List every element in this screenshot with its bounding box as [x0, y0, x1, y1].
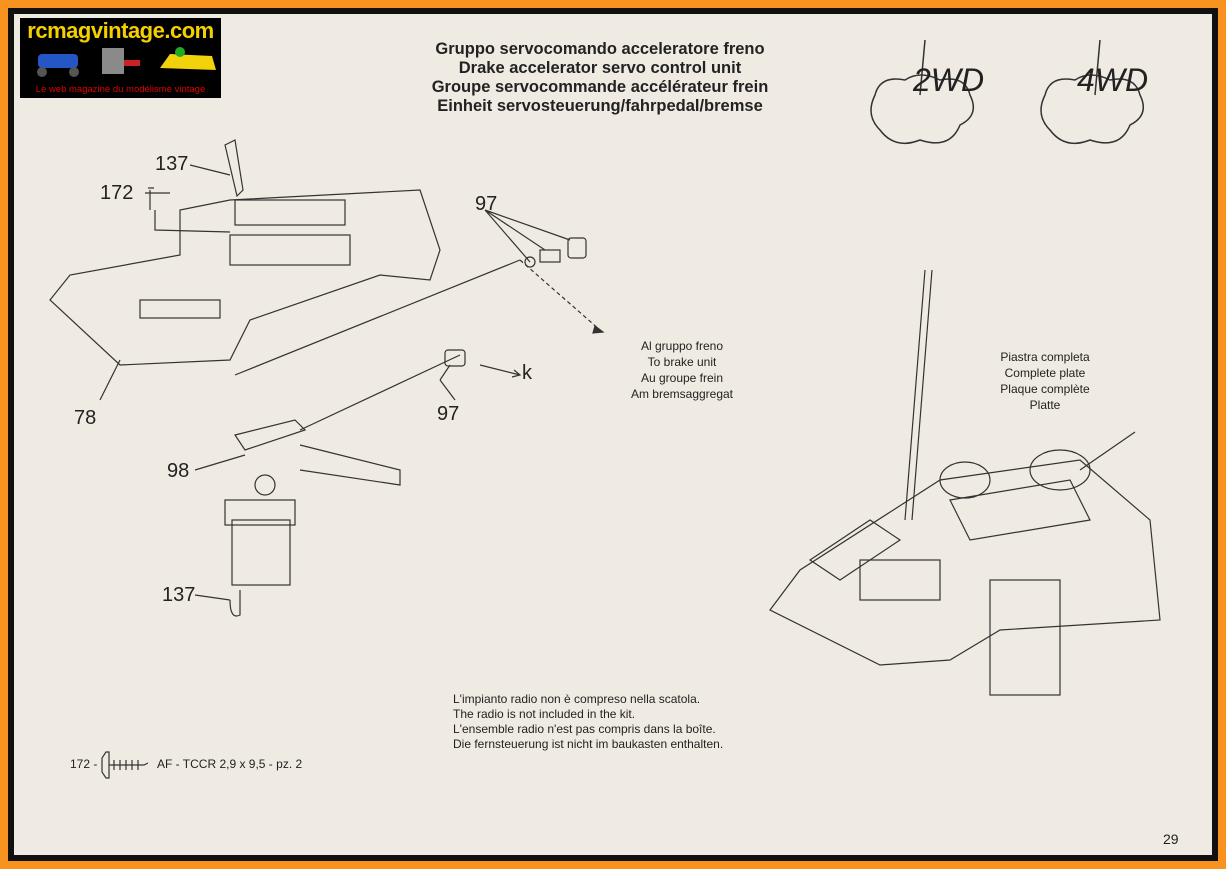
part-label-97-top: 97 — [475, 193, 498, 215]
part-label-98: 98 — [167, 460, 190, 482]
badge-4wd: 4WD — [1077, 62, 1149, 98]
page-title: Gruppo servocomando acceleratore freno D… — [400, 40, 800, 116]
plate-caption-fr: Plaque complète — [1000, 382, 1090, 396]
screw-icon — [101, 751, 149, 779]
title-de: Einheit servosteuerung/fahrpedal/bremse — [437, 97, 763, 115]
radio-note: L'impianto radio non è compreso nella sc… — [453, 692, 723, 752]
site-logo: rcmagvintage.com Le web magazine du modé… — [20, 18, 221, 98]
title-fr: Groupe servocommande accélérateur frein — [431, 78, 769, 96]
servo-arm-strip — [299, 444, 401, 486]
complete-plate-drawing — [769, 269, 1161, 696]
plate-caption-en: Complete plate — [1004, 366, 1086, 380]
logo-site: rcmagvintage.com — [27, 18, 214, 43]
part-label-k: k — [522, 362, 532, 384]
page-number: 29 — [1163, 831, 1179, 847]
logo-models-icon — [37, 47, 216, 77]
part-label-137-bottom: 137 — [162, 584, 196, 606]
chassis-plate — [49, 189, 441, 366]
part-label-97-bottom: 97 — [437, 403, 460, 425]
manual-page — [14, 14, 1212, 855]
badge-2wd-outline — [870, 39, 1145, 145]
brake-caption-fr: Au groupe frein — [640, 371, 724, 385]
plate-slot — [234, 199, 346, 226]
brake-rod — [234, 259, 521, 376]
plate-caption-it: Piastra completa — [1000, 350, 1090, 364]
title-it: Gruppo servocomando acceleratore freno — [435, 40, 765, 58]
radio-note-en: The radio is not included in the kit. — [453, 707, 636, 721]
badge-2wd: 2WD — [913, 62, 985, 98]
radio-note-it: L'impianto radio non è compreso nella sc… — [453, 692, 701, 706]
radio-note-de: Die fernsteuerung ist nicht im baukasten… — [453, 737, 724, 751]
logo-tagline: Le web magazine du modélisme vintage — [35, 84, 206, 95]
radio-note-fr: L'ensemble radio n'est pas compris dans … — [453, 722, 716, 736]
screw-legend-spec: AF - TCCR 2,9 x 9,5 - pz. 2 — [157, 757, 303, 771]
throttle-rod — [299, 354, 461, 431]
part-label-137-top: 137 — [155, 153, 189, 175]
brake-caption: Al gruppo freno To brake unit Au groupe … — [612, 338, 752, 402]
title-en: Drake accelerator servo control unit — [458, 59, 742, 77]
brake-caption-de: Am bremsaggregat — [630, 387, 734, 401]
brake-caption-en: To brake unit — [647, 355, 717, 369]
part-label-172: 172 — [100, 182, 134, 204]
plate-caption-de: Platte — [1029, 398, 1061, 412]
brake-caption-it: Al gruppo freno — [640, 339, 724, 353]
plate-caption: Piastra completa Complete plate Plaque c… — [980, 349, 1110, 413]
part-label-78: 78 — [74, 407, 97, 429]
screw-legend-number: 172 - — [70, 757, 98, 771]
